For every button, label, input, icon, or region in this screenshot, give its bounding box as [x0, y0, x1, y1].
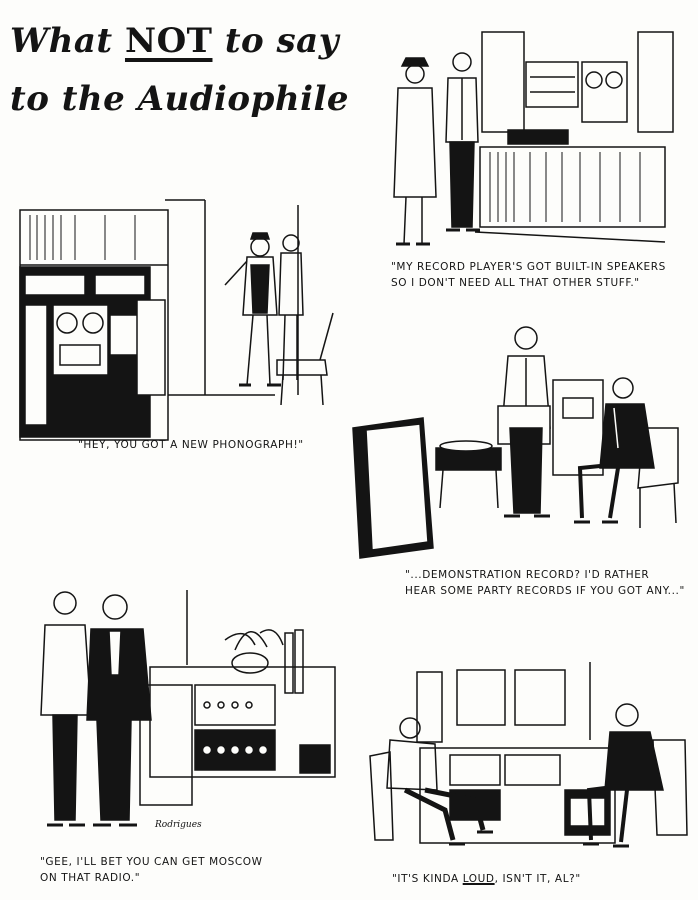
cartoon-panel-5 [365, 660, 690, 860]
caption-panel-5-before: "IT'S KINDA [392, 873, 463, 885]
panel-4-illustration [40, 590, 336, 827]
cartoon-panel-4 [35, 585, 340, 843]
caption-panel-2-line-2: SO I DON'T NEED ALL THAT OTHER STUFF." [391, 277, 640, 289]
caption-panel-3-line-2: HEAR SOME PARTY RECORDS IF YOU GOT ANY..… [405, 585, 685, 597]
panel-1-illustration [19, 199, 334, 441]
page-title: What NOT to say to the Audiophile [10, 12, 360, 128]
cartoon-panel-2 [390, 22, 685, 254]
caption-panel-5-emphasis: LOUD [462, 873, 495, 885]
title-line-2: to the Audiophile [10, 79, 350, 119]
cartoon-panel-1 [15, 195, 345, 445]
caption-panel-4-line-1: "GEE, I'LL BET YOU CAN GET MOSCOW [40, 856, 263, 868]
title-emphasis: NOT [124, 21, 213, 61]
caption-panel-5-after: , ISN'T IT, AL?" [494, 873, 581, 885]
caption-panel-3-line-1: "...DEMONSTRATION RECORD? I'D RATHER [405, 569, 650, 581]
artist-signature: Rodrigues [155, 820, 202, 830]
panel-5-illustration [369, 662, 688, 848]
panel-2-illustration [393, 31, 674, 246]
caption-panel-4-line-2: ON THAT RADIO." [40, 872, 141, 884]
title-part1: What [10, 21, 125, 61]
panel-3-illustration [352, 326, 679, 559]
title-part2: to say [212, 21, 339, 61]
title-line-1: What NOT to say [10, 12, 360, 70]
caption-panel-2-line-1: "MY RECORD PLAYER'S GOT BUILT-IN SPEAKER… [391, 261, 666, 273]
cartoon-panel-3 [348, 318, 683, 563]
caption-panel-5: "IT'S KINDA LOUD, ISN'T IT, AL?" [392, 871, 581, 887]
caption-panel-1: "HEY, YOU GOT A NEW PHONOGRAPH!" [78, 439, 304, 451]
